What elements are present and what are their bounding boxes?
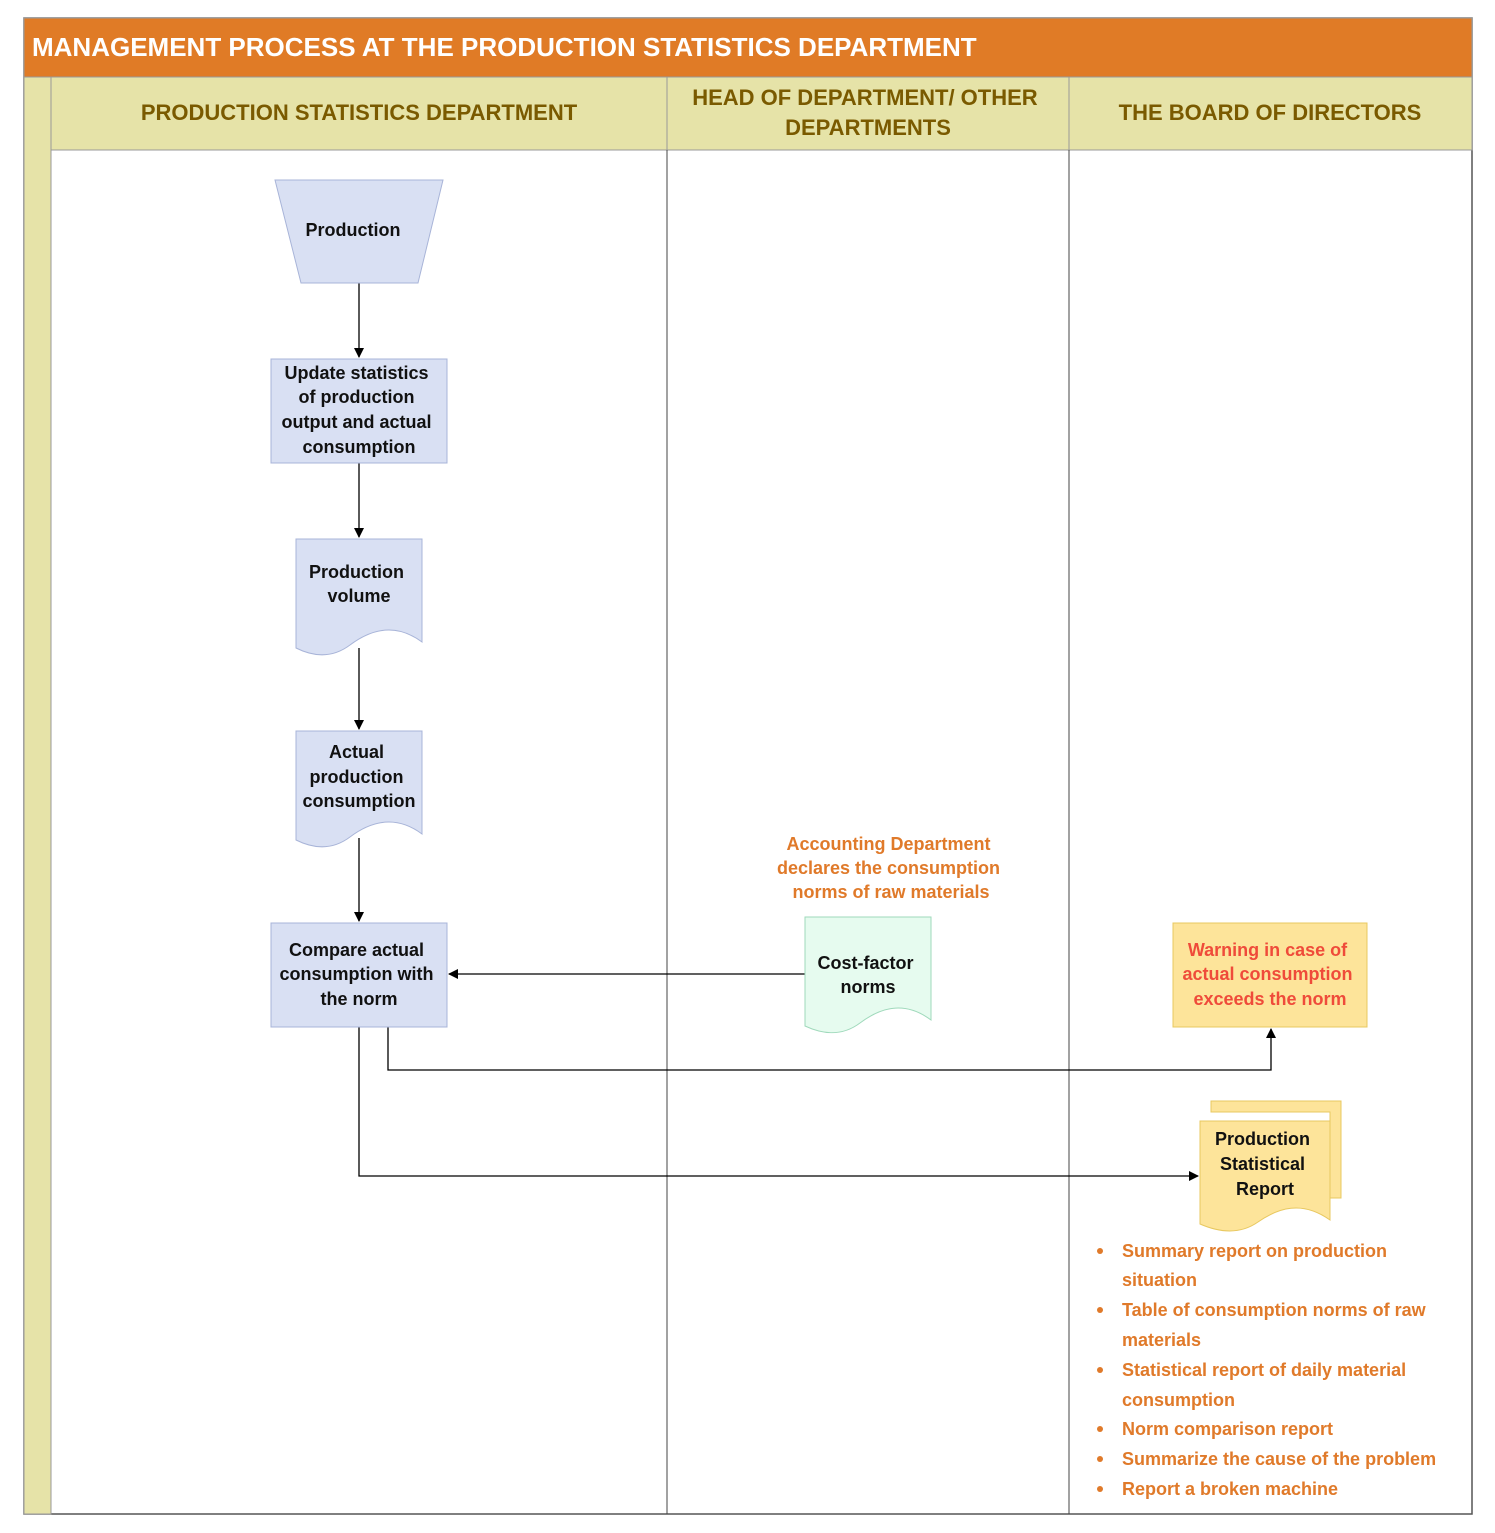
title-bar <box>23 17 1473 78</box>
lane-header-head-of-department <box>666 76 1070 151</box>
diagram-title: MANAGEMENT PROCESS AT THE PRODUCTION STA… <box>32 32 977 62</box>
compare-shape <box>270 922 448 1028</box>
bullet-icon <box>1097 1248 1103 1254</box>
node-production: Production <box>274 179 444 284</box>
node-warning: Warning in case of actual consumption ex… <box>1172 922 1368 1028</box>
report-item-6: Report a broken machine <box>1122 1479 1338 1499</box>
update-statistics-label: Update statistics of production output a… <box>281 363 436 457</box>
production-volume-label: Production volume <box>309 562 409 606</box>
node-cost-factor-norms: Cost-factor norms <box>804 916 932 1034</box>
node-update-statistics: Update statistics of production output a… <box>270 358 448 464</box>
bullet-icon <box>1097 1426 1103 1432</box>
diagram-frame <box>23 17 1473 1515</box>
bullet-icon <box>1097 1307 1103 1313</box>
report-front-sheet <box>1199 1120 1331 1232</box>
report-items-list: Summary report on production situation T… <box>1097 1241 1436 1499</box>
report-label: Production Statistical Report <box>1215 1129 1315 1199</box>
compare-label: Compare actual consumption with the norm <box>280 940 439 1009</box>
lane-label-production-statistics: PRODUCTION STATISTICS DEPARTMENT <box>141 100 578 125</box>
arrow-compare-to-warning <box>387 1027 1276 1071</box>
lane-label-board-of-directors: THE BOARD OF DIRECTORS <box>1119 100 1422 125</box>
lane-label-head-of-department: HEAD OF DEPARTMENT/ OTHER DEPARTMENTS <box>692 85 1044 140</box>
bullet-icon <box>1097 1456 1103 1462</box>
report-item-2: Table of consumption norms of raw materi… <box>1122 1300 1431 1350</box>
node-actual-consumption: Actual production consumption <box>295 730 423 848</box>
cost-factor-label: Cost-factor norms <box>817 953 918 997</box>
bullet-icon <box>1097 1367 1103 1373</box>
production-volume-shape <box>295 538 423 656</box>
arrow-compare-to-report <box>358 1027 1199 1181</box>
lane-header-production-statistics <box>50 76 668 151</box>
report-item-5: Summarize the cause of the problem <box>1122 1449 1436 1469</box>
report-item-4: Norm comparison report <box>1122 1419 1333 1439</box>
production-shape <box>274 179 444 284</box>
report-item-1: Summary report on production situation <box>1122 1241 1392 1290</box>
lane-headers: PRODUCTION STATISTICS DEPARTMENT HEAD OF… <box>50 76 1473 151</box>
actual-consumption-label: Actual production consumption <box>303 742 416 811</box>
lane-header-board-of-directors <box>1068 76 1473 151</box>
report-item-3: Statistical report of daily material con… <box>1122 1360 1411 1410</box>
node-compare: Compare actual consumption with the norm <box>270 922 448 1028</box>
bullet-icon <box>1097 1486 1103 1492</box>
update-statistics-shape <box>270 358 448 464</box>
node-production-volume: Production volume <box>295 538 423 656</box>
node-production-statistical-report: Production Statistical Report <box>1199 1100 1342 1232</box>
production-label: Production <box>306 220 401 240</box>
actual-consumption-shape <box>295 730 423 848</box>
warning-shape <box>1172 922 1368 1028</box>
side-strip <box>23 76 52 1515</box>
accounting-annotation: Accounting Department declares the consu… <box>777 834 1005 902</box>
connectors <box>354 283 1276 1181</box>
warning-label: Warning in case of actual consumption ex… <box>1182 940 1357 1009</box>
cost-factor-shape <box>804 916 932 1034</box>
